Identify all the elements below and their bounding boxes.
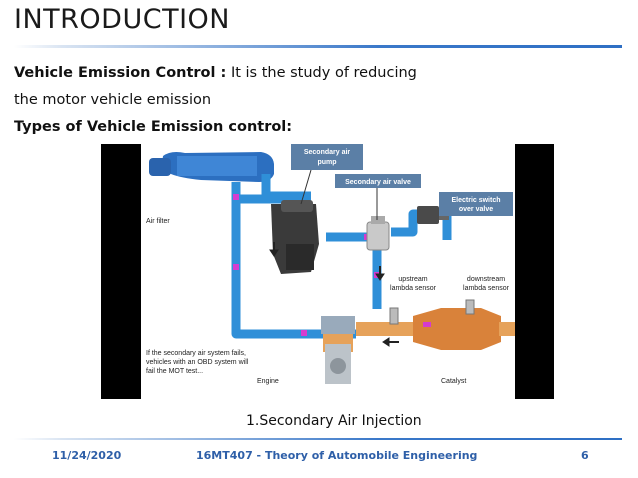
diagram-svg: Secondary air pump Secondary air valve E… xyxy=(146,144,515,385)
secondary-air-pump-icon xyxy=(271,200,319,274)
label-catalyst: Catalyst xyxy=(441,378,466,385)
footer-course: 16MT407 - Theory of Automobile Engineeri… xyxy=(196,449,478,462)
callout-secondary-air-pump: Secondary air pump xyxy=(291,144,363,205)
label-note-2: vehicles with an OBD system will xyxy=(146,359,249,366)
figure-caption: 1.Secondary Air Injection xyxy=(246,413,422,429)
label-downstream-1: downstream xyxy=(467,276,505,283)
definition-text: It is the study of reducing xyxy=(226,65,417,81)
footer-date: 11/24/2020 xyxy=(52,449,122,462)
types-heading: Types of Vehicle Emission control: xyxy=(14,119,293,135)
slide-title: INTRODUCTION xyxy=(14,4,230,35)
definition-line-continued: the motor vehicle emission xyxy=(14,92,212,108)
secondary-air-injection-diagram: Secondary air pump Secondary air valve E… xyxy=(101,144,554,399)
secondary-air-valve-icon xyxy=(366,216,390,251)
label-pump-2: pump xyxy=(317,159,336,166)
footer-page-number: 6 xyxy=(581,449,589,462)
footer-divider xyxy=(14,438,622,440)
definition-term: Vehicle Emission Control : xyxy=(14,65,227,81)
flow-arrows xyxy=(269,242,399,347)
label-switch-1: Electric switch xyxy=(451,197,500,204)
diagram-canvas: Secondary air pump Secondary air valve E… xyxy=(141,144,515,399)
label-engine: Engine xyxy=(257,378,279,385)
label-note-1: If the secondary air system fails, xyxy=(146,350,246,357)
label-pump-1: Secondary air xyxy=(304,149,351,156)
title-divider xyxy=(14,45,622,48)
label-upstream-1: upstream xyxy=(398,276,427,283)
label-switch-2: over valve xyxy=(459,206,493,213)
label-air-filter: Air filter xyxy=(146,218,170,225)
exhaust-pipe xyxy=(356,308,515,350)
callout-secondary-air-valve: Secondary air valve xyxy=(335,174,421,220)
label-upstream-2: lambda sensor xyxy=(390,285,437,292)
air-pipe xyxy=(231,174,452,339)
callout-electric-switch: Electric switch over valve xyxy=(439,192,513,216)
label-note-3: fail the MOT test... xyxy=(146,368,203,375)
label-valve: Secondary air valve xyxy=(345,179,411,186)
air-filter-icon xyxy=(149,152,274,182)
definition-line: Vehicle Emission Control : It is the stu… xyxy=(14,65,417,81)
lambda-sensor-icons xyxy=(389,299,475,325)
label-downstream-2: lambda sensor xyxy=(463,285,510,292)
engine-icon xyxy=(321,316,355,384)
